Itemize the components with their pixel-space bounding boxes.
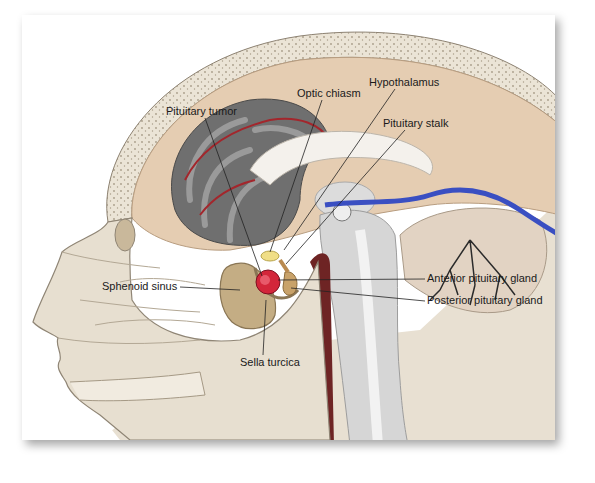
corpus-callosum xyxy=(250,131,433,185)
pituitary-stalk xyxy=(280,260,288,272)
part-label: Hypothalamus xyxy=(369,76,439,89)
part-label: Sphenoid sinus xyxy=(102,280,177,293)
leader-line xyxy=(278,279,425,280)
sella-turcica xyxy=(255,268,298,298)
cerebellum xyxy=(400,208,547,313)
leader-line xyxy=(270,100,322,252)
part-label: Anterior pituitary gland xyxy=(427,272,537,285)
palate xyxy=(70,372,205,401)
leader-line xyxy=(180,287,240,290)
tumor-highlight xyxy=(260,275,270,285)
leader-line xyxy=(263,300,266,355)
spinal-cord xyxy=(360,230,378,440)
part-label: Pituitary tumor xyxy=(166,105,237,118)
leader-line xyxy=(284,89,395,250)
facial-bones xyxy=(58,252,215,344)
optic-chiasm xyxy=(261,251,279,261)
medial-cortex xyxy=(172,99,330,245)
posterior-pituitary xyxy=(283,272,297,295)
pituitary-tumor xyxy=(256,270,280,294)
part-label: Sella turcica xyxy=(240,356,300,369)
leader-line xyxy=(286,130,405,264)
leader-line xyxy=(291,288,425,301)
part-label: Optic chiasm xyxy=(297,87,361,100)
frontal-sinus xyxy=(115,219,135,251)
venous-sinus xyxy=(325,190,555,235)
face-profile xyxy=(33,218,330,440)
part-label: Pituitary stalk xyxy=(383,117,448,130)
leader-line xyxy=(205,118,262,276)
part-label: Posterior pituitary gland xyxy=(427,294,543,307)
